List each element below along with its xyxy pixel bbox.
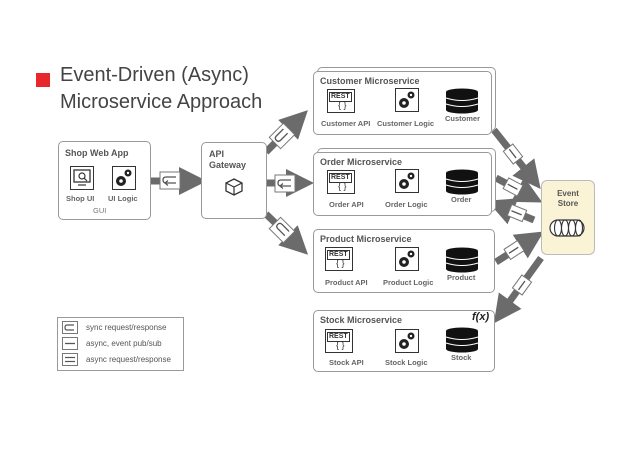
customer-logic-gears-icon xyxy=(395,88,419,112)
function-symbol: f(x) xyxy=(472,311,490,323)
stock-rest-text: REST xyxy=(327,332,350,342)
sync-badge-shop-gateway xyxy=(159,171,181,190)
title-line-2: Microservice Approach xyxy=(60,91,263,113)
api-gateway-title-line-2: Gateway xyxy=(209,160,247,170)
customer-api-label: Customer API xyxy=(321,119,371,128)
customer-rest-icon: REST { } xyxy=(327,89,355,113)
customer-database-icon xyxy=(445,88,479,114)
product-logic-gears-icon xyxy=(395,247,419,271)
order-microservice-box: Order Microservice REST { } Order API Or… xyxy=(313,152,492,216)
product-rest-text: REST xyxy=(327,250,350,260)
legend-label-sync: sync request/response xyxy=(86,323,167,332)
product-microservice-title: Product Microservice xyxy=(320,234,412,244)
stock-microservice-box: Stock Microservice f(x) REST { } Stock A… xyxy=(313,310,495,372)
event-store-title: Event Store xyxy=(542,189,594,209)
async-pubsub-icon xyxy=(62,337,78,350)
legend: sync request/response async, event pub/s… xyxy=(57,317,184,371)
async-badge-customer-es xyxy=(502,143,524,165)
customer-microservice-box: Customer Microservice REST { } Customer … xyxy=(313,71,492,135)
event-store-box: Event Store xyxy=(541,180,595,255)
order-logic-label: Order Logic xyxy=(385,200,428,209)
title-bullet xyxy=(36,73,50,87)
customer-logic-label: Customer Logic xyxy=(377,119,435,128)
shop-web-app-title: Shop Web App xyxy=(65,148,129,158)
event-store-title-line-1: Event xyxy=(557,189,579,198)
stock-database-icon xyxy=(445,327,479,353)
async-badge-product-es xyxy=(503,239,525,261)
title-line-1: Event-Driven (Async) xyxy=(60,64,249,86)
ui-logic-gears-icon xyxy=(112,166,136,190)
gui-label: GUI xyxy=(93,206,107,215)
shop-web-app-box: Shop Web App Shop UI UI Logic GUI xyxy=(58,141,151,220)
async-reqresp-icon xyxy=(62,353,78,366)
order-api-label: Order API xyxy=(329,200,364,209)
stock-db-label: Stock xyxy=(451,353,472,362)
stock-logic-label: Stock Logic xyxy=(385,358,428,367)
event-log-icon xyxy=(549,219,585,237)
event-store-title-line-2: Store xyxy=(557,199,579,208)
gateway-cube-icon xyxy=(225,178,243,196)
product-db-label: Product xyxy=(447,273,476,282)
product-database-icon xyxy=(445,247,479,273)
sync-badge-gateway-order xyxy=(274,174,296,193)
customer-db-label: Customer xyxy=(445,114,481,123)
stock-api-label: Stock API xyxy=(329,358,364,367)
sync-icon xyxy=(62,321,78,334)
order-braces: { } xyxy=(338,181,347,191)
sync-badge-gateway-customer xyxy=(268,122,296,150)
stock-braces: { } xyxy=(336,340,345,350)
stock-logic-gears-icon xyxy=(395,329,419,353)
customer-microservice-title: Customer Microservice xyxy=(320,76,420,86)
customer-braces: { } xyxy=(338,100,347,110)
product-logic-label: Product Logic xyxy=(383,278,434,287)
order-db-label: Order xyxy=(451,195,472,204)
api-gateway-title-line-1: API xyxy=(209,149,225,159)
api-gateway-box: API Gateway xyxy=(201,142,267,219)
order-rest-text: REST xyxy=(329,173,352,183)
stock-microservice-title: Stock Microservice xyxy=(320,315,403,325)
async-badge-order-es xyxy=(502,177,524,197)
async-badge-es-stock xyxy=(511,274,533,296)
legend-label-async-pubsub: async, event pub/sub xyxy=(86,339,162,348)
ui-logic-label: UI Logic xyxy=(108,194,138,203)
stock-rest-icon: REST { } xyxy=(325,329,353,353)
sync-badge-gateway-product xyxy=(268,216,296,244)
product-braces: { } xyxy=(336,258,345,268)
order-database-icon xyxy=(445,169,479,195)
product-microservice-box: Product Microservice REST { } Product AP… xyxy=(313,229,495,293)
product-rest-icon: REST { } xyxy=(325,247,353,271)
customer-rest-text: REST xyxy=(329,92,352,102)
api-gateway-title: API Gateway xyxy=(209,149,246,171)
async-badge-es-order xyxy=(506,203,528,223)
page-title: Event-Driven (Async) Microservice Approa… xyxy=(60,62,262,116)
order-logic-gears-icon xyxy=(395,169,419,193)
order-microservice-title: Order Microservice xyxy=(320,157,403,167)
order-rest-icon: REST { } xyxy=(327,170,355,194)
shop-ui-label: Shop UI xyxy=(66,194,95,203)
product-api-label: Product API xyxy=(325,278,368,287)
legend-label-async-reqresp: async request/response xyxy=(86,355,171,364)
shop-ui-icon xyxy=(70,166,94,190)
